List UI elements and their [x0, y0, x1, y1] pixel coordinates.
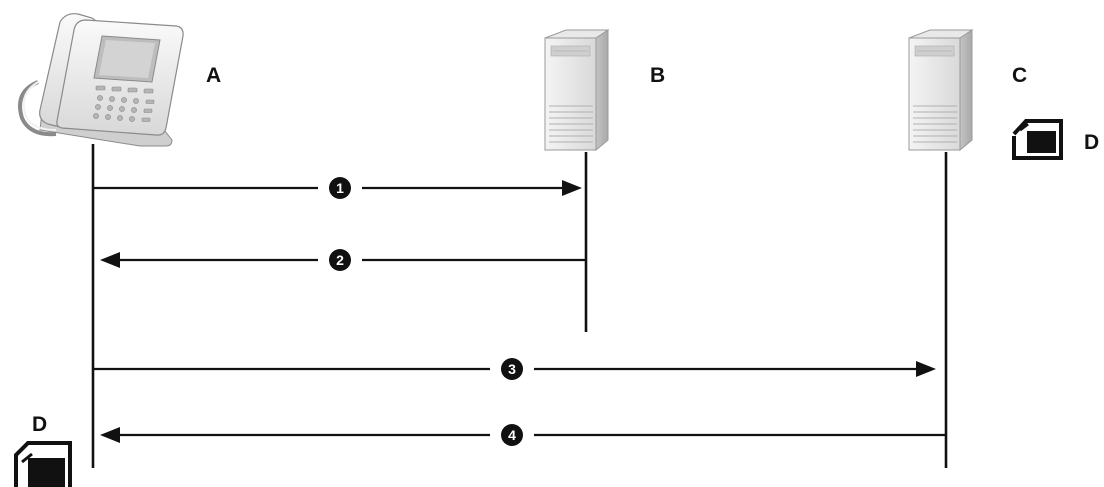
message-arrow-3: 3	[93, 357, 936, 381]
ip-phone-icon	[18, 13, 184, 147]
step-number-3: 3	[508, 361, 516, 377]
step-badge-1	[329, 177, 351, 199]
message-arrow-1: 1	[93, 176, 582, 200]
step-badge-3	[501, 358, 523, 380]
step-number-4: 4	[508, 427, 516, 443]
step-number-1: 1	[336, 180, 344, 196]
message-arrow-4: 4	[100, 423, 946, 447]
message-arrow-2: 2	[100, 248, 586, 272]
node-label-a: A	[206, 64, 221, 87]
document-icon	[1012, 119, 1063, 160]
step-badge-4	[501, 424, 523, 446]
step-badge-2	[329, 249, 351, 271]
server-icon	[908, 29, 974, 152]
node-label-c: C	[1012, 64, 1027, 87]
document-label-top: D	[1084, 131, 1099, 154]
server-icon	[544, 29, 610, 152]
step-number-2: 2	[336, 252, 344, 268]
node-label-b: B	[650, 64, 665, 87]
document-icon	[14, 441, 72, 487]
document-label-bottom: D	[32, 413, 47, 436]
